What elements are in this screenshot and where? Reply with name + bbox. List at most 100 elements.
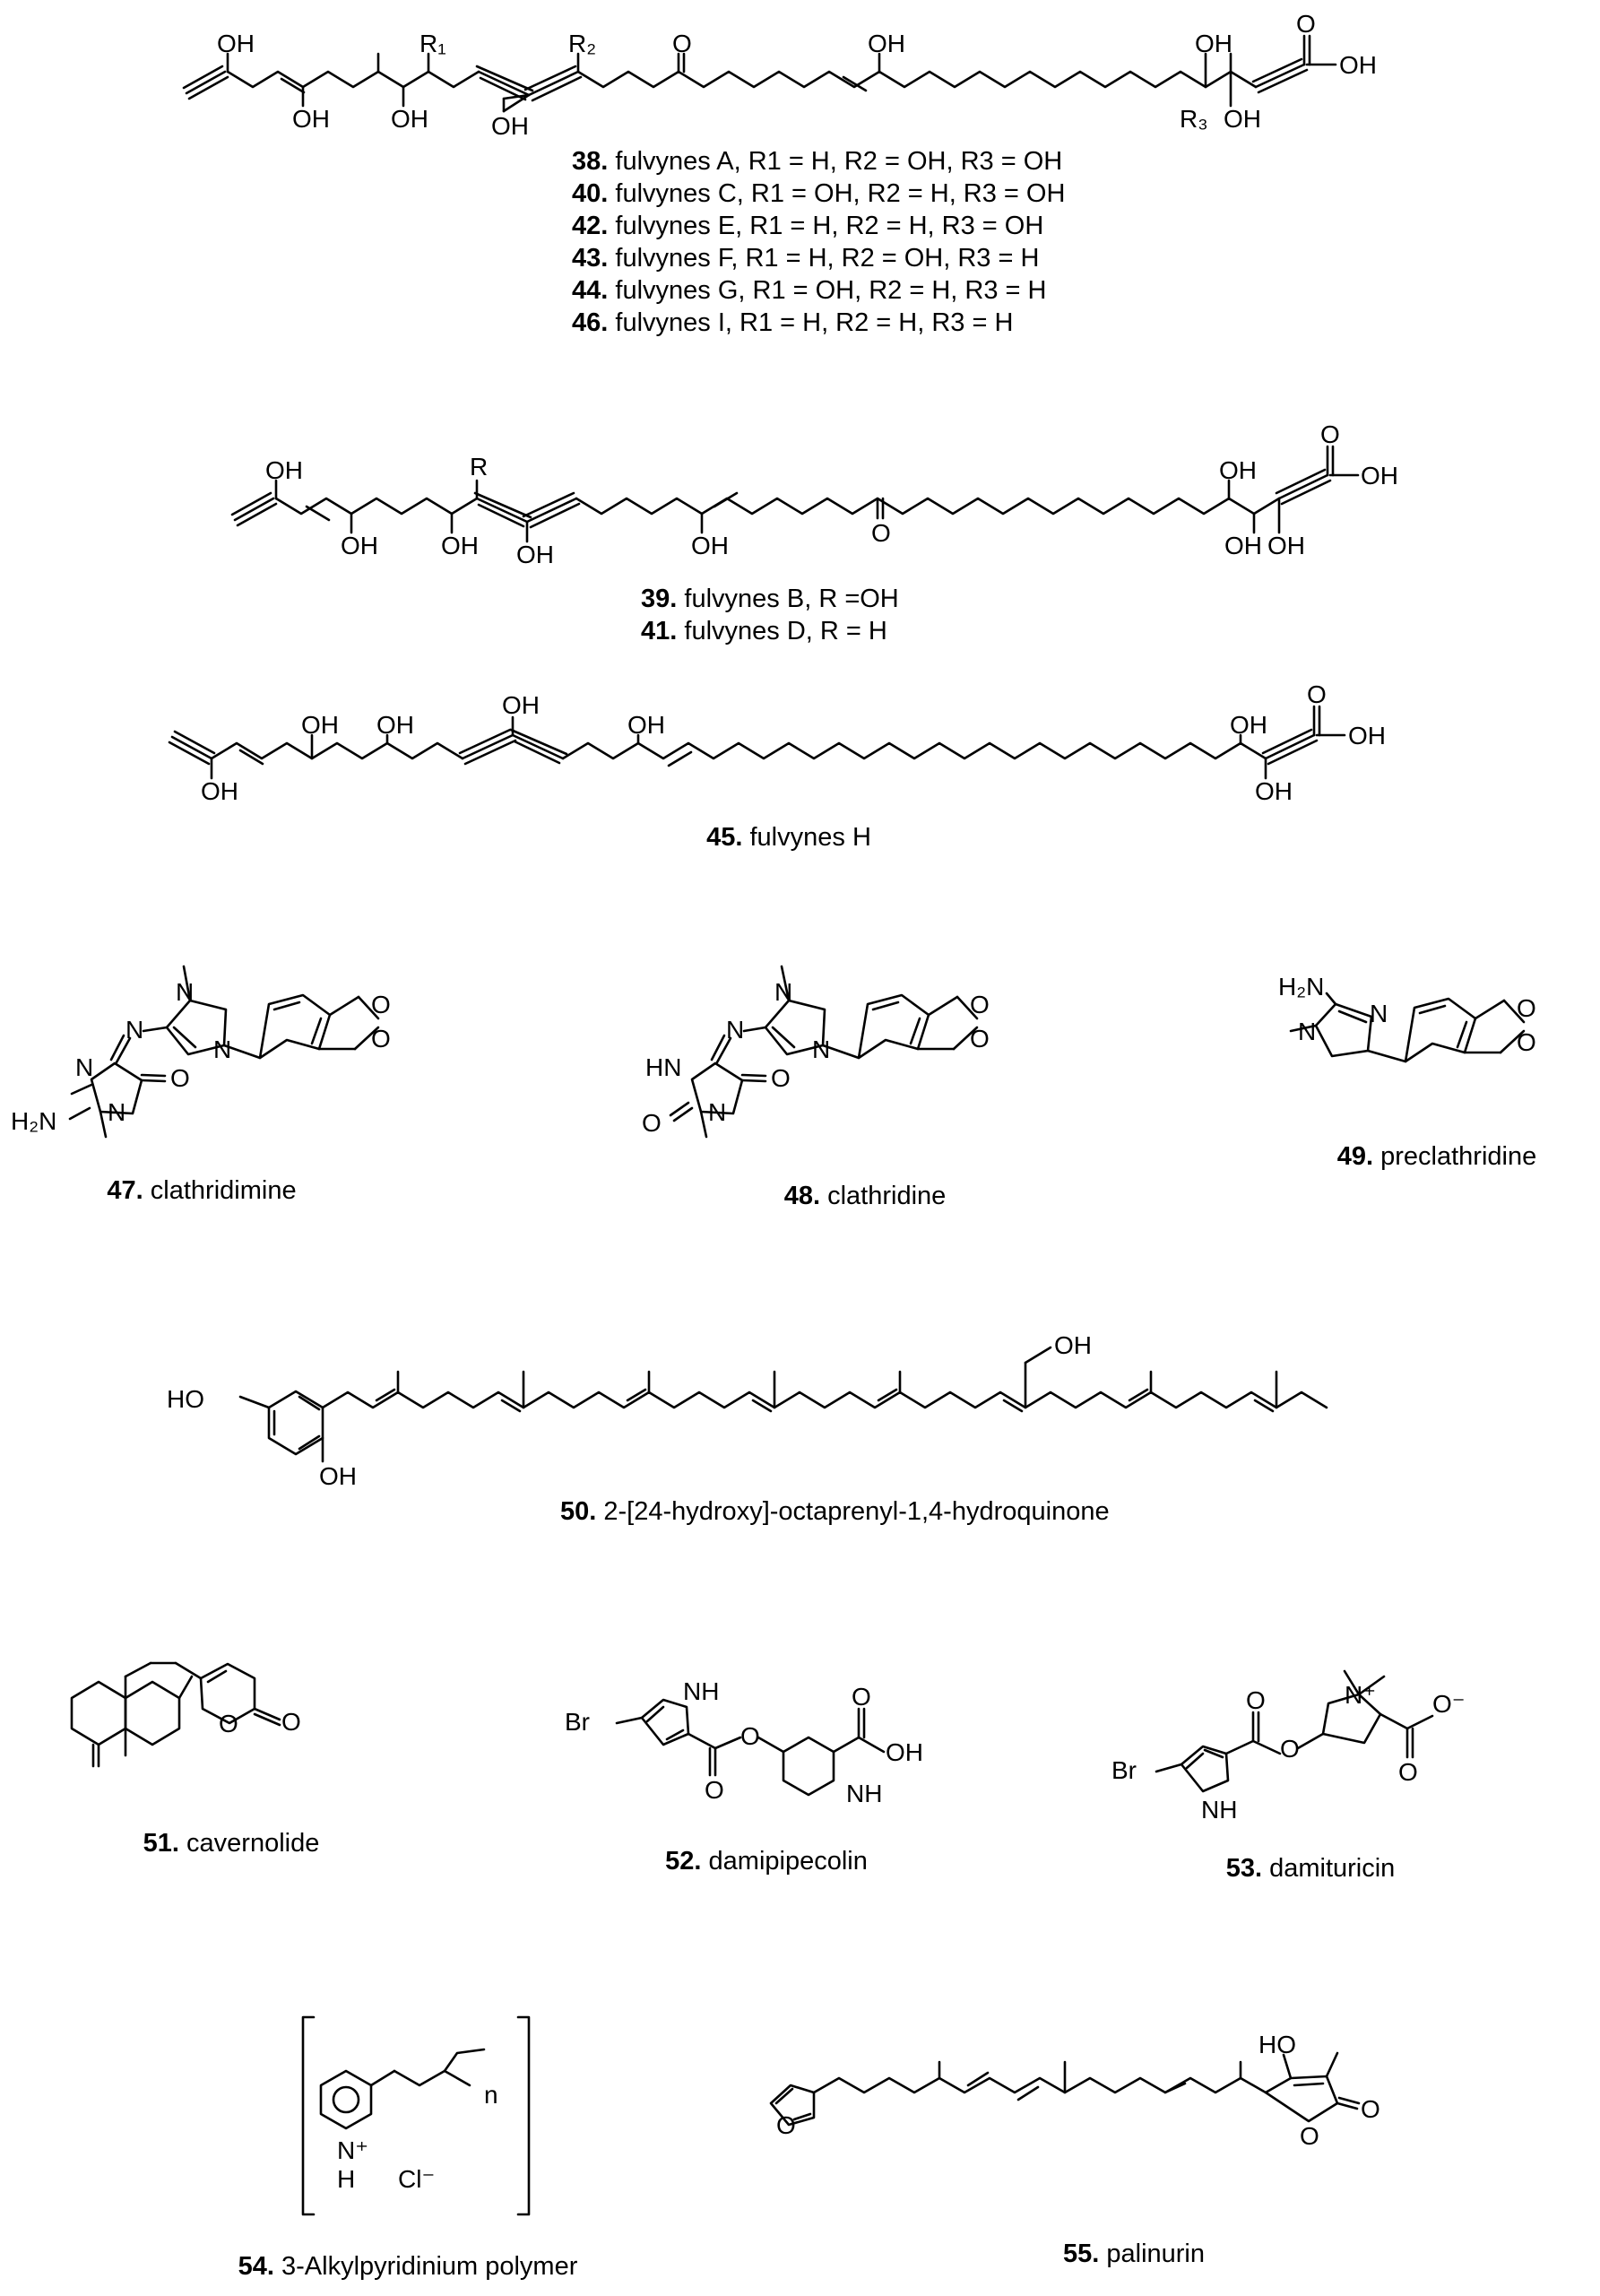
atom-h: H [337,2165,355,2193]
atom-oh: OH [441,532,479,559]
structure-fulvynes-h: OH OH OH OH OH OH OH O OH [168,680,1386,805]
atom-o: O [371,991,391,1018]
structure-palinurin: HO O O O [769,2031,1380,2150]
structure-preclathridine: H₂N N N O O [1278,973,1536,1063]
caption-41: 41. fulvynes D, R = H [641,617,887,645]
structure-damituricin: Br NH O O N⁺ O⁻ O [1111,1669,1466,1824]
atom-cl: Cl⁻ [398,2165,435,2193]
caption-45: 45. fulvynes H [706,823,871,852]
structure-clathridine: N N N HN N O O O O [642,965,990,1139]
atom-o: O [170,1064,190,1092]
atom-n: N [812,1035,830,1063]
caption-49: 49. preclathridine [1336,1142,1537,1171]
caption-39: 39. fulvynes B, R =OH [641,585,899,613]
caption-38: 38. fulvynes A, R1 = H, R2 = OH, R3 = OH [572,147,1063,176]
atom-oh: OH [886,1738,923,1766]
atom-oh: OH [217,30,255,57]
caption-43: 43. fulvynes F, R1 = H, R2 = OH, R3 = H [572,244,1040,273]
atom-nh: NH [683,1677,719,1705]
atom-ho: HO [167,1385,204,1413]
caption-list-38-46: 38. fulvynes A, R1 = H, R2 = OH, R3 = OH… [572,145,1065,339]
atom-o: O [776,2111,796,2139]
atom-o: O [371,1025,391,1053]
atom-n: N [75,1053,93,1081]
atom-n: N [176,978,194,1006]
structure-fulvynes-a-c-e-f-g-i: OH OH OH R₁ OH R₂ O OH OH R₃ OH O OH [182,10,1377,140]
atom-n-plus: N⁺ [1345,1681,1376,1709]
atom-n: N [1370,1000,1388,1027]
atom-o: O [970,991,990,1018]
atom-h2n: H₂N [1278,973,1324,1001]
atom-o: O [740,1722,760,1750]
atom-br: Br [565,1708,590,1736]
atom-oh: OH [1361,462,1398,490]
atom-oh: OH [319,1462,357,1490]
atom-oh: OH [516,541,554,568]
atom-oh: OH [491,112,529,140]
atom-oh: OH [391,105,428,133]
atom-oh: OH [1255,777,1293,805]
atom-o: O [1361,2095,1380,2123]
caption-46: 46. fulvynes I, R1 = H, R2 = H, R3 = H [572,308,1014,337]
caption-48: 48. clathridine [783,1182,947,1210]
atom-n: N [774,978,792,1006]
atom-oh: OH [292,105,330,133]
atom-oh: OH [1348,722,1386,749]
atom-o: O [1517,1028,1536,1056]
atom-n: N [1298,1018,1316,1045]
atom-o: O [871,519,891,547]
atom-oh: OH [1267,532,1305,559]
atom-oh: OH [201,777,238,805]
atom-o: O [1296,10,1316,38]
atom-o: O [219,1710,238,1737]
atom-o: O [1307,680,1327,708]
atom-oh: OH [1224,105,1261,133]
caption-42: 42. fulvynes E, R1 = H, R2 = H, R3 = OH [572,212,1044,240]
structure-alkylpyridinium-polymer: N⁺ H Cl⁻ n [301,2015,531,2216]
caption-list-39-41: 39. fulvynes B, R =OH 41. fulvynes D, R … [641,583,899,647]
atom-h2n: H₂N [11,1107,56,1135]
atom-o: O [705,1776,724,1804]
atom-nh: NH [1201,1796,1237,1824]
structure-fulvynes-b-d: OH OH OH R OH OH O OH OH OH O OH [230,420,1398,568]
atom-oh: OH [868,30,905,57]
caption-50: 50. 2-[24-hydroxy]-octaprenyl-1,4-hydroq… [560,1497,1110,1526]
atom-n: N [108,1098,125,1126]
atom-oh: OH [1224,532,1262,559]
atom-o: O [672,30,692,57]
atom-oh: OH [627,711,665,739]
atom-r3: R₃ [1180,105,1208,133]
atom-br: Br [1111,1756,1137,1784]
caption-40: 40. fulvynes C, R1 = OH, R2 = H, R3 = OH [572,179,1066,208]
atom-oh: OH [1195,30,1232,57]
caption-55: 55. palinurin [1062,2240,1206,2268]
caption-53: 53. damituricin [1225,1854,1396,1883]
atom-o: O [1398,1758,1418,1786]
caption-51: 51. cavernolide [143,1829,320,1858]
atom-o: O [1300,2122,1319,2150]
atom-o-minus: O⁻ [1432,1690,1466,1718]
structure-clathridimine: N N N N N O H₂N O O [11,965,391,1139]
atom-n: N [213,1035,231,1063]
atom-n: N [708,1098,726,1126]
caption-47: 47. clathridimine [107,1176,297,1205]
caption-52: 52. damipipecolin [665,1847,868,1876]
atom-oh: OH [1230,711,1267,739]
atom-o: O [281,1708,301,1736]
atom-oh: OH [502,691,540,719]
atom-o: O [642,1109,662,1137]
atom-hn: HN [645,1053,681,1081]
atom-o: O [1280,1735,1300,1763]
atom-o: O [1246,1686,1266,1714]
atom-oh: OH [341,532,378,559]
atom-n-plus: N⁺ [337,2136,368,2164]
atom-n: N [726,1016,744,1044]
atom-oh: OH [301,711,339,739]
atom-oh: OH [691,532,729,559]
structure-cavernolide: O O [70,1661,301,1768]
atom-n: N [125,1016,143,1044]
atom-o: O [771,1064,791,1092]
structure-damipipecolin: Br NH O O O OH NH [565,1677,923,1807]
atom-r1: R₁ [419,30,446,57]
